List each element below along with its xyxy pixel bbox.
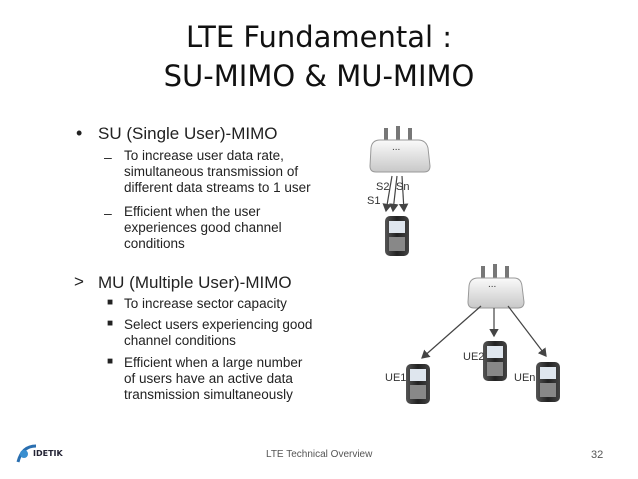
ue1-phone-icon [406, 364, 430, 404]
footer-title: LTE Technical Overview [266, 449, 373, 460]
label-s1: S1 [367, 195, 380, 207]
slide-title-line1: LTE Fundamental : [185, 20, 453, 54]
label-ue2: UE2 [463, 351, 484, 363]
company-logo-icon [16, 444, 37, 463]
label-ue1: UE1 [385, 372, 406, 384]
su-arrow-s1 [382, 175, 393, 213]
bullet-dot-icon: • [76, 123, 83, 143]
square-bullet-icon: ■ [107, 356, 114, 367]
su-phone-icon [385, 216, 409, 256]
su-arrow-s2 [389, 175, 399, 213]
mu-arrow-uen [507, 305, 547, 357]
page-number: 32 [591, 449, 604, 461]
label-sn: Sn [396, 181, 409, 193]
label-uen: UEn [514, 372, 535, 384]
su-heading: SU (Single User)-MIMO [98, 124, 278, 143]
dash-icon: – [104, 149, 112, 165]
mu-router-icon [467, 264, 525, 309]
slide-title-line2: SU-MIMO & MU-MIMO [163, 59, 475, 93]
su-item-1: To increase user data rate,simultaneous … [124, 148, 311, 195]
su-arrow-sn [398, 175, 409, 213]
su-router-dots: ... [392, 142, 400, 153]
ue2-phone-icon [483, 341, 507, 381]
mu-arrow-ue1 [421, 305, 482, 359]
label-s2: S2 [376, 181, 389, 193]
mu-heading: MU (Multiple User)-MIMO [98, 273, 292, 292]
logo-text: IDETIK [33, 449, 63, 458]
su-router-icon [369, 126, 431, 173]
mu-router-dots: ... [488, 279, 496, 290]
dash-icon: – [104, 205, 112, 221]
slide-title: LTE Fundamental : SU-MIMO & MU-MIMO [0, 18, 638, 96]
mu-item-1: To increase sector capacity [124, 296, 287, 311]
square-bullet-icon: ■ [107, 318, 114, 329]
uen-phone-icon [536, 362, 560, 402]
square-bullet-icon: ■ [107, 297, 114, 308]
arrow-bullet-icon: > [74, 272, 84, 291]
